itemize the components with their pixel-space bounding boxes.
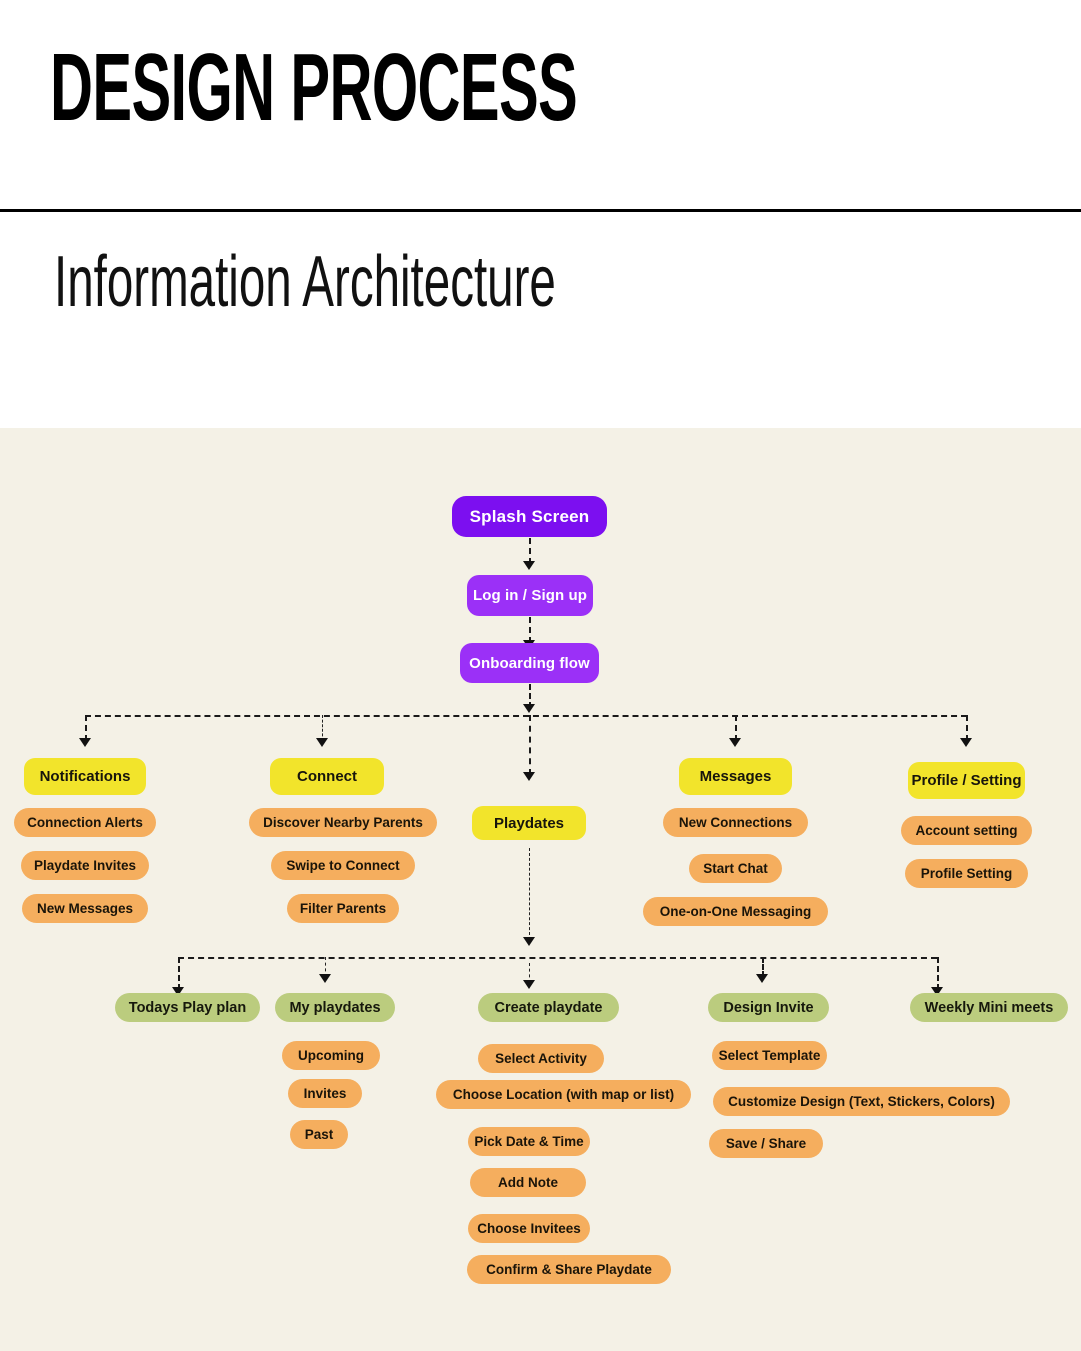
node-customize-design[interactable]: Customize Design (Text, Stickers, Colors… [713,1087,1010,1116]
node-swipe-to-connect[interactable]: Swipe to Connect [271,851,415,880]
arrow-bus1-connect [316,738,328,747]
node-discover-nearby-parents[interactable]: Discover Nearby Parents [249,808,437,837]
connector-bus2-design-invite [762,957,764,977]
node-onboarding-flow[interactable]: Onboarding flow [460,643,599,683]
node-new-connections[interactable]: New Connections [663,808,808,837]
node-confirm-share-playdate[interactable]: Confirm & Share Playdate [467,1255,671,1284]
arrow-bus1-playdates [523,772,535,781]
arrow-playdates-down [523,937,535,946]
connector-bus2-my-playdates [325,957,326,977]
node-select-template[interactable]: Select Template [712,1041,827,1070]
arrow-bus2-create-playdate [523,980,535,989]
arrow-bus1-messages [729,738,741,747]
node-past[interactable]: Past [290,1120,348,1149]
node-profile-setting[interactable]: Profile / Setting [908,762,1025,799]
node-save-share[interactable]: Save / Share [709,1129,823,1158]
node-my-playdates[interactable]: My playdates [275,993,395,1022]
node-profile-setting-child[interactable]: Profile Setting [905,859,1028,888]
arrow-bus2-weekly-mini-meets [931,987,943,996]
arrow-onboarding-down [523,704,535,713]
node-todays-play-plan[interactable]: Todays Play plan [115,993,260,1022]
connector-bus1-playdates [529,715,531,775]
node-login-signup[interactable]: Log in / Sign up [467,575,593,616]
page-title: DESIGN PROCESS [50,34,578,141]
node-connection-alerts[interactable]: Connection Alerts [14,808,156,837]
node-pick-date-time[interactable]: Pick Date & Time [468,1127,590,1156]
node-choose-location[interactable]: Choose Location (with map or list) [436,1080,691,1109]
connector-login-to-onboarding [529,617,531,643]
connector-bus1-notifications [85,715,87,741]
node-select-activity[interactable]: Select Activity [478,1044,604,1073]
node-design-invite[interactable]: Design Invite [708,993,829,1022]
information-architecture-diagram: Splash Screen Log in / Sign up Onboardin… [0,428,1081,1351]
node-start-chat[interactable]: Start Chat [689,854,782,883]
node-connect[interactable]: Connect [270,758,384,795]
connector-bus1-connect [322,715,323,741]
node-splash-screen[interactable]: Splash Screen [452,496,607,537]
node-invites[interactable]: Invites [288,1079,362,1108]
title-divider [0,209,1081,212]
arrow-bus2-my-playdates [319,974,331,983]
node-weekly-mini-meets[interactable]: Weekly Mini meets [910,993,1068,1022]
arrow-bus2-design-invite [756,974,768,983]
node-one-on-one-messaging[interactable]: One-on-One Messaging [643,897,828,926]
arrow-root-to-login [523,561,535,570]
connector-bus2-weekly-mini-meets [937,957,939,990]
node-filter-parents[interactable]: Filter Parents [287,894,399,923]
node-playdates[interactable]: Playdates [472,806,586,840]
connector-onboarding-down [529,684,531,708]
arrow-bus2-todays-play-plan [172,987,184,996]
bus-level-1 [85,715,967,717]
connector-root-to-login [529,538,531,564]
section-title: Information Architecture [54,242,556,322]
connector-bus1-messages [735,715,737,741]
node-playdate-invites[interactable]: Playdate Invites [21,851,149,880]
node-notifications[interactable]: Notifications [24,758,146,795]
node-create-playdate[interactable]: Create playdate [478,993,619,1022]
connector-playdates-down [529,848,530,940]
connector-bus1-profile [966,715,968,741]
arrow-bus1-notifications [79,738,91,747]
node-upcoming[interactable]: Upcoming [282,1041,380,1070]
bus-level-2 [178,957,937,959]
connector-bus2-todays-play-plan [178,957,180,990]
node-account-setting[interactable]: Account setting [901,816,1032,845]
node-choose-invitees[interactable]: Choose Invitees [468,1214,590,1243]
node-add-note[interactable]: Add Note [470,1168,586,1197]
arrow-bus1-profile [960,738,972,747]
node-messages[interactable]: Messages [679,758,792,795]
node-new-messages[interactable]: New Messages [22,894,148,923]
connector-bus2-create-playdate [529,963,530,983]
